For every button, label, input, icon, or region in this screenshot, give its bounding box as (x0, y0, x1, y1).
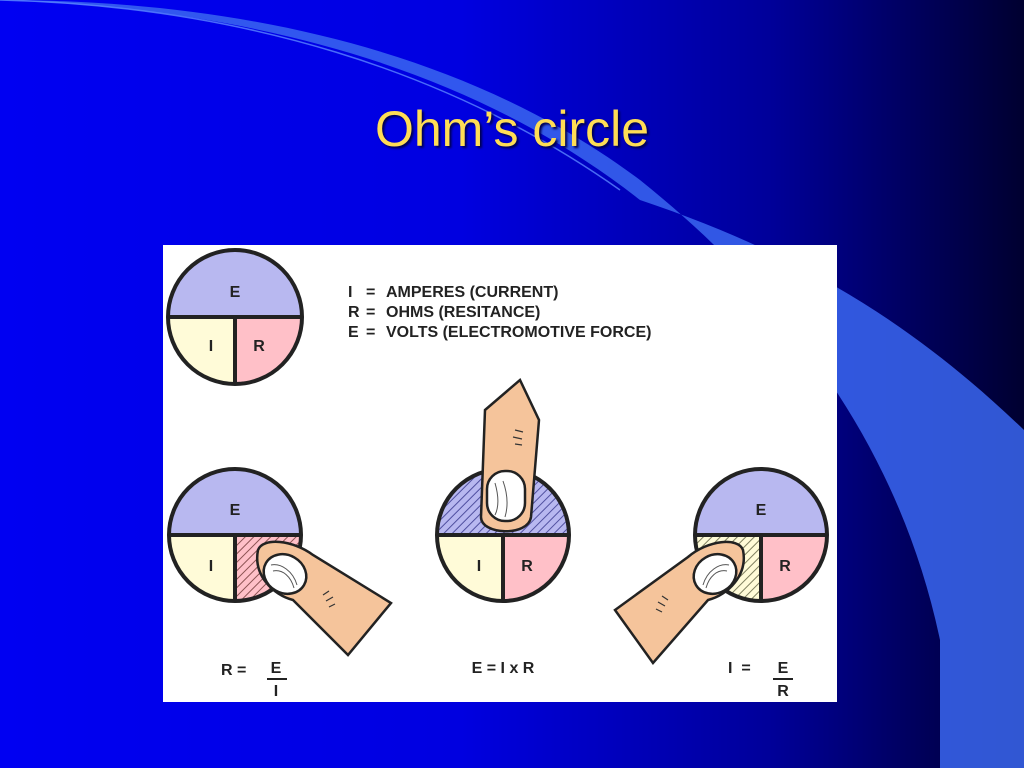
finger-pointing-i (613, 540, 746, 666)
formula-text: E = I x R (472, 660, 535, 677)
formula-numerator: E (778, 660, 789, 677)
legend: I = AMPERES (CURRENT) R = OHMS (RESITANC… (348, 284, 651, 341)
legend-equals: = (366, 304, 375, 321)
formula-current: I = E R (728, 660, 793, 700)
legend-equals: = (366, 284, 375, 301)
legend-equals: = (366, 324, 375, 341)
legend-symbol: R (348, 304, 360, 321)
legend-description: AMPERES (CURRENT) (386, 284, 558, 301)
formula-voltage: E = I x R (472, 660, 535, 677)
formula-resistance: R = E I (221, 660, 287, 700)
legend-symbol: E (348, 324, 359, 341)
label-r: R (521, 558, 533, 575)
finger-pointing-r (255, 540, 393, 657)
formula-denominator: I (274, 683, 278, 700)
formula-numerator: E (271, 660, 282, 677)
formula-denominator: R (777, 683, 789, 700)
label-i: I (209, 338, 213, 355)
resistance-ohms-circle: E I (167, 467, 303, 603)
legend-symbol: I (348, 284, 352, 301)
label-r: R (779, 558, 791, 575)
label-i: I (209, 558, 213, 575)
finger-pointing-e (479, 377, 541, 533)
legend-description: OHMS (RESITANCE) (386, 304, 540, 321)
label-i: I (477, 558, 481, 575)
formula-lhs: I = (728, 660, 751, 677)
label-e: E (230, 284, 241, 301)
reference-ohms-circle: E I R (166, 248, 304, 386)
formula-lhs: R = (221, 662, 246, 679)
legend-description: VOLTS (ELECTROMOTIVE FORCE) (386, 324, 651, 341)
ohms-circle-figure: E I R I = AMPERES (CURRENT) R = OHMS (RE… (163, 245, 837, 702)
label-r: R (253, 338, 265, 355)
label-e: E (230, 502, 241, 519)
label-e: E (756, 502, 767, 519)
slide-title: Ohm’s circle (374, 101, 650, 157)
